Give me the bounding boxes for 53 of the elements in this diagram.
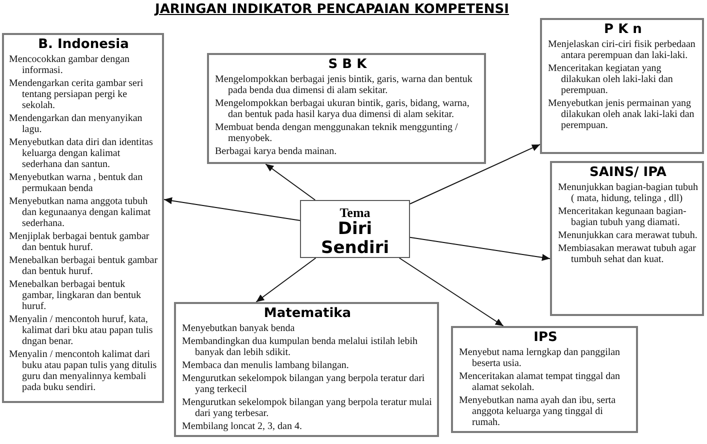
indicator-text: Mengelompokkan berbagai jenis bintik, garis, warna dan bentuk pada benda dua dimensi di alam sekitar. <box>215 74 474 96</box>
indicator-text: Menyebutkan banyak benda <box>182 323 296 334</box>
indicator-text: Menyebut nama lerngkap dan panggilan beserta usia. <box>459 347 622 369</box>
indicator-text: Menceritakan alamat tempat tinggal dan alamat sekolah. <box>459 371 622 393</box>
indicator-text: Mengurutkan sekelompok bilangan yang berpola teratur dari yang terkecil <box>182 373 426 395</box>
arrow <box>265 164 316 200</box>
arrow <box>410 144 540 204</box>
subject-heading: S B K <box>328 57 367 73</box>
indicator-text: Membaca dan menulis lambang bilangan. <box>182 360 350 371</box>
subject-heading: SAINS/ IPA <box>589 165 666 181</box>
indicator-text: Menyebutkan jenis permainan yang dilakukan oleh anak laki-laki dan perempuan. <box>548 98 696 131</box>
indicator-text: Menyebutkan nama anggota tubuh dan kegunaanya dengan kalimat sederhana. <box>9 196 152 229</box>
indicator-text: Mendengarkan cerita gambar seri tentang persiapan pergi ke sekolah. <box>9 78 144 111</box>
indicator-text: Mendengarkan dan menyanyikan lagu. <box>9 113 144 135</box>
subject-heading: Matematika <box>264 306 352 322</box>
indicator-text: Mengelompokkan berbagai ukuran bintik, garis, bidang, warna, dan bentuk pada hasil karya dua dimensi di alam sekitar. <box>215 98 470 120</box>
indicator-text: Menunjukkan bagian-bagian tubuh ( mata, hidung, telinga , dll) <box>558 182 698 204</box>
arrow <box>398 258 504 326</box>
indicator-text: Menjiplak berbagai bentuk gambar dan bentuk huruf. <box>9 231 150 253</box>
subject-box <box>174 302 439 437</box>
diagram-title: JARINGAN INDIKATOR PENCAPAIAN KOMPETENSI <box>155 2 509 18</box>
indicator-text: Mengurutkan sekelompok bilangan yang berpola teratur mulai dari yang terbesar. <box>182 397 433 419</box>
topic-box <box>300 200 410 258</box>
indicator-text: Membiasakan merawat tubuh agar tumbuh sehat dan kuat. <box>558 243 698 265</box>
arrow <box>164 197 300 221</box>
arrow <box>410 236 550 261</box>
subject-box <box>540 18 704 154</box>
subject-heading: IPS <box>534 330 558 346</box>
indicator-text: Menyebutkan warna , bentuk dan permukaan benda <box>9 172 144 194</box>
indicator-text: Mencocokkan gambar dengan informasi. <box>9 54 131 76</box>
subject-heading: B. Indonesia <box>38 37 129 53</box>
subject-box <box>550 161 704 316</box>
subject-box <box>2 33 164 403</box>
indicator-text: Menunjukkan cara merawat tubuh. <box>558 230 698 241</box>
subject-box <box>451 326 638 433</box>
indicator-text: Menebalkan berbagai bentuk gambar, lingkaran dan bentuk huruf. <box>9 279 142 312</box>
indicator-text: Membandingkan dua kumpulan benda melalui istilah lebih banyak dan lebih sdikit. <box>182 336 419 358</box>
arrow <box>256 258 316 302</box>
topic-label: Tema <box>340 205 370 220</box>
indicator-text: Menjelaskan ciri-ciri fisik perbedaan antara perempuan dan laki-laki. <box>548 39 696 61</box>
indicator-text: Berbagai karya benda mainan. <box>215 146 338 157</box>
subject-heading: P K n <box>604 22 642 38</box>
indicator-text: Menyalin / mencontoh huruf, kata, kalimat dari bku atau papan tulis dngan benar. <box>9 314 154 347</box>
indicator-text: Membilang loncat 2, 3, dan 4. <box>182 421 303 432</box>
indicator-text: Membuat benda dengan menggunakan teknik menggunting / menyobek. <box>215 122 459 144</box>
subject-box <box>207 53 486 164</box>
indicator-text: Menceritakan kegunaan bagian-bagian tubuh yang diamati. <box>558 206 688 228</box>
topic-title: Diri Sendiri <box>320 220 390 258</box>
indicator-text: Menebalkan berbagai bentuk gambar dan bentuk huruf. <box>9 255 158 277</box>
indicator-text: Menceritakan kegiatan yang dilakukan oleh laki-laki dan perempuan. <box>548 63 674 96</box>
indicator-text: Menyebutkan data diri dan identitas keluarga dengan kalimat sederhana dan santun. <box>9 137 154 170</box>
indicator-text: Menyalin / mencontoh kalimat dari buku atau papan tulis yang ditulis guru dan menyalinnya kembali pada buku sendiri. <box>9 349 158 393</box>
indicator-text: Menyebutkan nama ayah dan ibu, serta anggota keluarga yang tinggal di rumah. <box>459 395 617 428</box>
